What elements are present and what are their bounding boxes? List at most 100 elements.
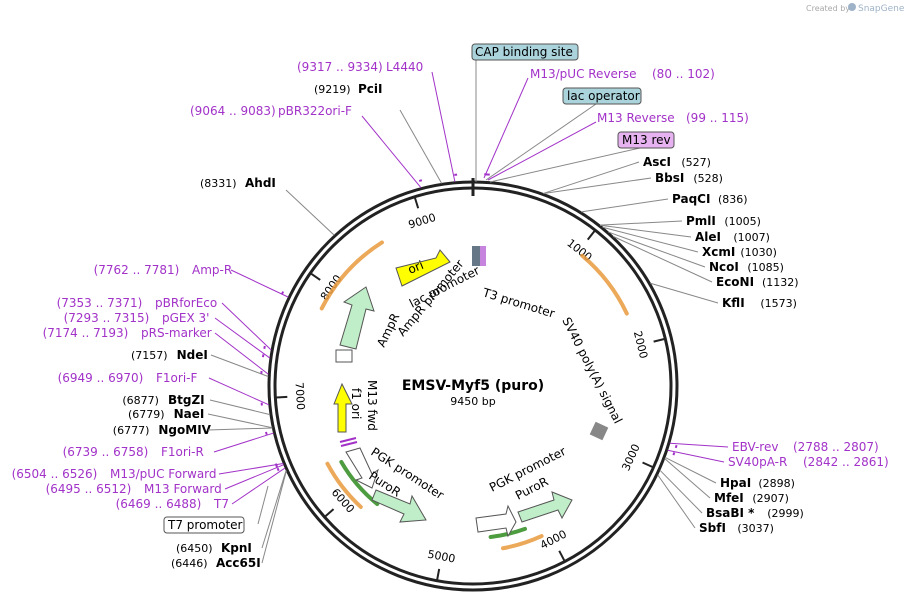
primer-name: M13/pUC Forward xyxy=(110,467,217,481)
site-pos: (2907) xyxy=(752,492,789,505)
site-pos: (2898) xyxy=(758,477,795,490)
site-name: NcoI xyxy=(709,260,739,274)
leader-line xyxy=(489,147,641,183)
cap-binding-site-label: CAP binding site xyxy=(475,45,573,59)
leader-line xyxy=(602,226,699,253)
credit-prefix: Created by xyxy=(806,4,850,13)
primer-range: (6739 .. 6758) xyxy=(63,445,149,459)
site-pos: (6450) xyxy=(176,542,213,555)
primer-leader xyxy=(669,442,729,448)
site-pos: (3037) xyxy=(737,522,774,535)
site-name: MfeI xyxy=(714,491,744,505)
site-pos: (1030) xyxy=(740,246,777,259)
leader-line xyxy=(664,457,717,484)
primer-leader xyxy=(487,121,597,181)
primer-m13-reverse-range: (99 .. 115) xyxy=(686,111,749,125)
site-pos: (1085) xyxy=(747,261,784,274)
sv40-polya-label: SV40 poly(A) signal xyxy=(559,315,625,426)
primer-name: M13 Forward xyxy=(144,482,222,496)
leader-line xyxy=(207,413,273,429)
leader-line xyxy=(213,432,274,453)
m13-rev-box: M13 rev xyxy=(617,131,675,149)
t3-promoter-label: T3 promoter xyxy=(480,285,556,320)
site-name: KflI xyxy=(722,296,745,310)
site-name: BsaBI * xyxy=(706,506,755,520)
orange-track-arc xyxy=(501,534,544,551)
primer-name: Amp-R xyxy=(192,263,232,277)
site-pos: (1573) xyxy=(760,297,797,310)
leader-line xyxy=(209,399,271,416)
leader-line xyxy=(261,470,287,564)
primer-name: pRS-marker xyxy=(141,326,212,340)
leader-line xyxy=(543,177,652,194)
sv40-polya-glyph xyxy=(589,421,609,441)
site-pos: (6779) xyxy=(128,408,165,421)
primer-leader xyxy=(483,77,529,179)
tick-mark xyxy=(586,230,596,241)
leader-line xyxy=(214,332,269,375)
leader-line xyxy=(231,467,286,505)
site-pos: (1132) xyxy=(762,276,799,289)
tick-label: 7000 xyxy=(293,382,308,411)
tick-label: 4000 xyxy=(538,527,569,551)
leader-line xyxy=(599,220,683,226)
tick-label: 3000 xyxy=(619,442,642,473)
site-name: PmlI xyxy=(686,214,716,228)
primer-m13-puc-reverse-range: (80 .. 102) xyxy=(652,67,715,81)
leader-line xyxy=(285,189,335,236)
tick-mark xyxy=(276,395,288,399)
site-name: AscI xyxy=(643,155,671,169)
t3-promoter-glyph xyxy=(472,246,486,266)
site-name: SbfI xyxy=(699,521,726,535)
primer-l4440-range: (9317 .. 9334) xyxy=(297,60,383,74)
primer-range: (2788 .. 2807) xyxy=(793,440,879,454)
lac-operator-box: lac operator xyxy=(562,87,642,105)
m13-fwd-label: M13 fwd xyxy=(365,380,379,431)
primer-name: EBV-rev xyxy=(732,440,778,454)
ampr-arrow xyxy=(335,286,375,363)
lac-operator-label: lac operator xyxy=(567,89,640,103)
orange-track-arc xyxy=(580,253,629,316)
f1-ori-arrow xyxy=(333,382,353,433)
site-name: XcmI xyxy=(702,245,735,259)
leader-line xyxy=(261,470,287,549)
site-name: BbsI xyxy=(655,171,684,185)
primer-m13-puc-reverse-name: M13/pUC Reverse xyxy=(530,67,637,81)
leader-line xyxy=(485,103,597,181)
orange-track-arc xyxy=(319,240,384,311)
primer-markers xyxy=(260,173,678,472)
primer-leader xyxy=(431,71,456,182)
orange-track-arc xyxy=(325,461,363,509)
tick-label: 2000 xyxy=(631,330,650,360)
primer-name: pBRforEco xyxy=(155,296,217,310)
puror-1-arrow xyxy=(371,489,427,523)
leader-line xyxy=(664,458,711,499)
tick-mark xyxy=(653,338,665,343)
primer-range: (2842 .. 2861) xyxy=(803,455,889,469)
tick-mark xyxy=(642,461,653,468)
tick-mark xyxy=(558,550,566,562)
site-pos: (6877) xyxy=(122,394,159,407)
primer-range: (7353 .. 7371) xyxy=(57,296,143,310)
tick-mark xyxy=(310,272,321,281)
leader-line xyxy=(207,427,273,431)
primer-range: (6469 .. 6488) xyxy=(116,497,202,511)
site-pos: (1007) xyxy=(733,231,770,244)
tick-mark xyxy=(324,508,335,518)
primer-mark xyxy=(672,452,676,456)
tick-label: 9000 xyxy=(407,211,438,232)
plasmid-name: EMSV-Myf5 (puro) xyxy=(402,378,544,394)
site-name: EcoNI xyxy=(716,275,754,289)
primer-m13-reverse-name: M13 Reverse xyxy=(597,111,675,125)
right-bottom-labels: EBV-rev(2788 .. 2807)SV40pA-R(2842 .. 28… xyxy=(667,440,889,535)
site-name: NgoMIV xyxy=(158,423,211,437)
leader-line xyxy=(208,377,270,406)
tick-mark xyxy=(436,568,441,580)
t7-promoter-box: T7 promoter xyxy=(163,516,245,534)
primer-range: (7174 .. 7193) xyxy=(43,326,129,340)
primer-mark xyxy=(674,444,678,449)
right-restriction-sites: AscI(527)BbsI(528)PaqCI(836)PmlI(1005)Al… xyxy=(643,155,799,310)
bottom-left-sites: (6450)KpnI(6446)Acc65I xyxy=(171,541,261,570)
leader-line xyxy=(224,464,284,490)
